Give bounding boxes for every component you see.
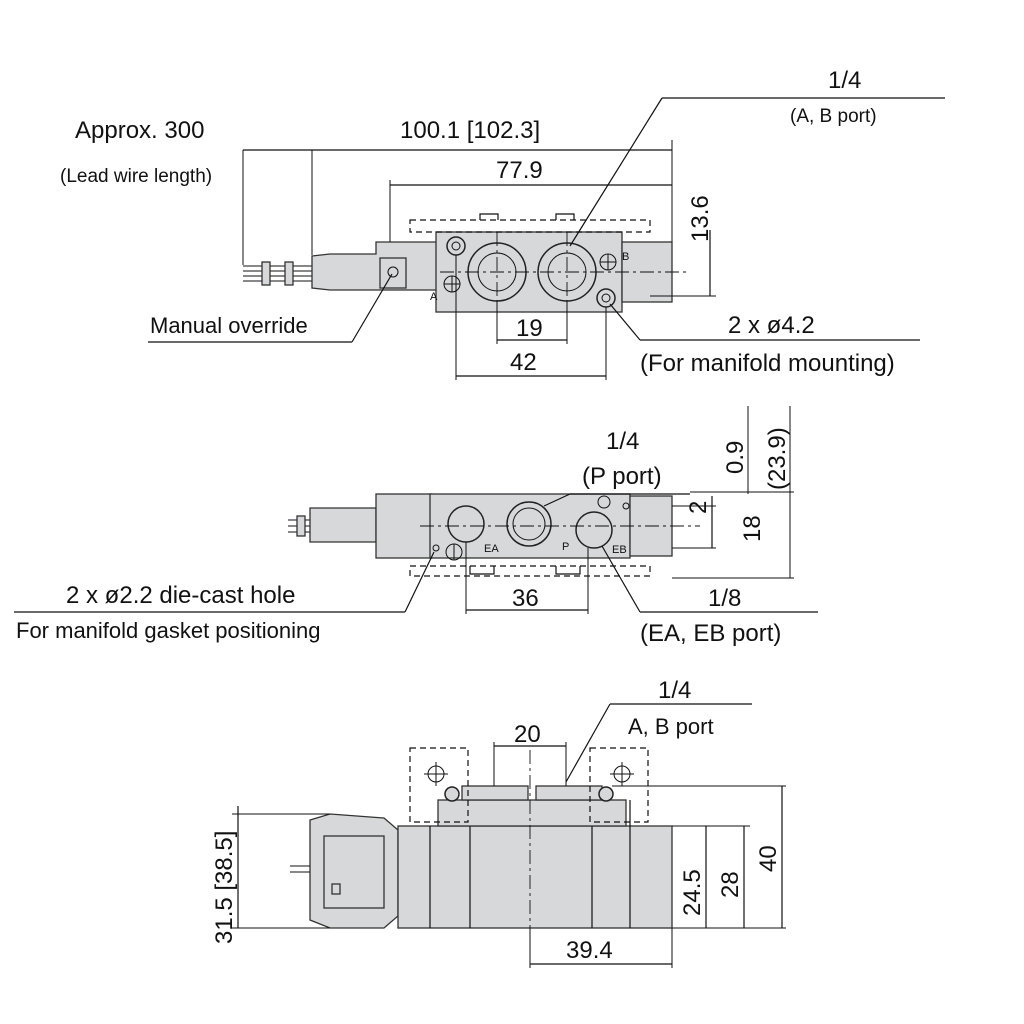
- solenoid-side: [309, 507, 377, 543]
- port-ea-side: [447, 505, 485, 543]
- dim-40: 40: [755, 845, 782, 872]
- port-eb-side: [575, 511, 613, 549]
- dim-0-9: 0.9: [722, 441, 749, 474]
- dim-31-5: 31.5 [38.5]: [211, 831, 238, 944]
- mount-pitch-42: 42: [510, 349, 537, 376]
- manual-override: Manual override: [150, 313, 308, 338]
- marker-b: B: [622, 251, 629, 263]
- dim-18: 18: [739, 515, 766, 542]
- mount-hole: 2 x ø4.2: [728, 312, 815, 339]
- p-port-label: (P port): [582, 463, 662, 490]
- dim-20: 20: [514, 721, 541, 748]
- label-p: P: [562, 541, 569, 553]
- front-ab-port-label: A, B port: [628, 714, 714, 739]
- label-ea: EA: [484, 543, 499, 555]
- dim-2: 2: [685, 501, 712, 514]
- height-dim-136: 13.6: [687, 195, 714, 242]
- top-view: A B Approx. 300 (Lead wire length) 100.1…: [60, 67, 945, 380]
- ea-eb-pitch-36: 36: [512, 585, 539, 612]
- label-eb: EB: [612, 544, 627, 556]
- front-ab-port-size: 1/4: [658, 677, 691, 704]
- body-length: 77.9: [496, 157, 543, 184]
- diecast-note: For manifold gasket positioning: [16, 618, 321, 643]
- lead-wires: [243, 261, 312, 286]
- port-pitch-19: 19: [516, 315, 543, 342]
- diecast-hole: 2 x ø2.2 die-cast hole: [66, 582, 295, 609]
- dim-23-9: (23.9): [764, 427, 791, 490]
- p-port-size: 1/4: [606, 428, 639, 455]
- valve-body-front: [397, 825, 673, 929]
- overall-length: 100.1 [102.3]: [400, 117, 540, 144]
- dim-28: 28: [717, 871, 744, 898]
- mount-note: (For manifold mounting): [640, 350, 895, 377]
- marker-a: A: [430, 291, 438, 303]
- dim-24-5: 24.5: [679, 869, 706, 916]
- dim-39-4: 39.4: [566, 937, 613, 964]
- ab-port-size: 1/4: [828, 67, 861, 94]
- port-p-side: [506, 501, 552, 547]
- exhaust-size: 1/8: [708, 585, 741, 612]
- ab-port-label: (A, B port): [790, 106, 877, 127]
- lead-wire-note: (Lead wire length): [60, 166, 212, 187]
- lead-wire-approx: Approx. 300: [75, 117, 204, 144]
- exhaust-label: (EA, EB port): [640, 620, 781, 647]
- front-view: 1/4 A, B port 20 31.5 [38.5] 24.5 28 40 …: [211, 677, 786, 968]
- side-view: EA P EB 1/4 (P port) 0.9 (23.9) 2 18 2 x…: [14, 406, 818, 647]
- solenoid-top: [311, 241, 441, 291]
